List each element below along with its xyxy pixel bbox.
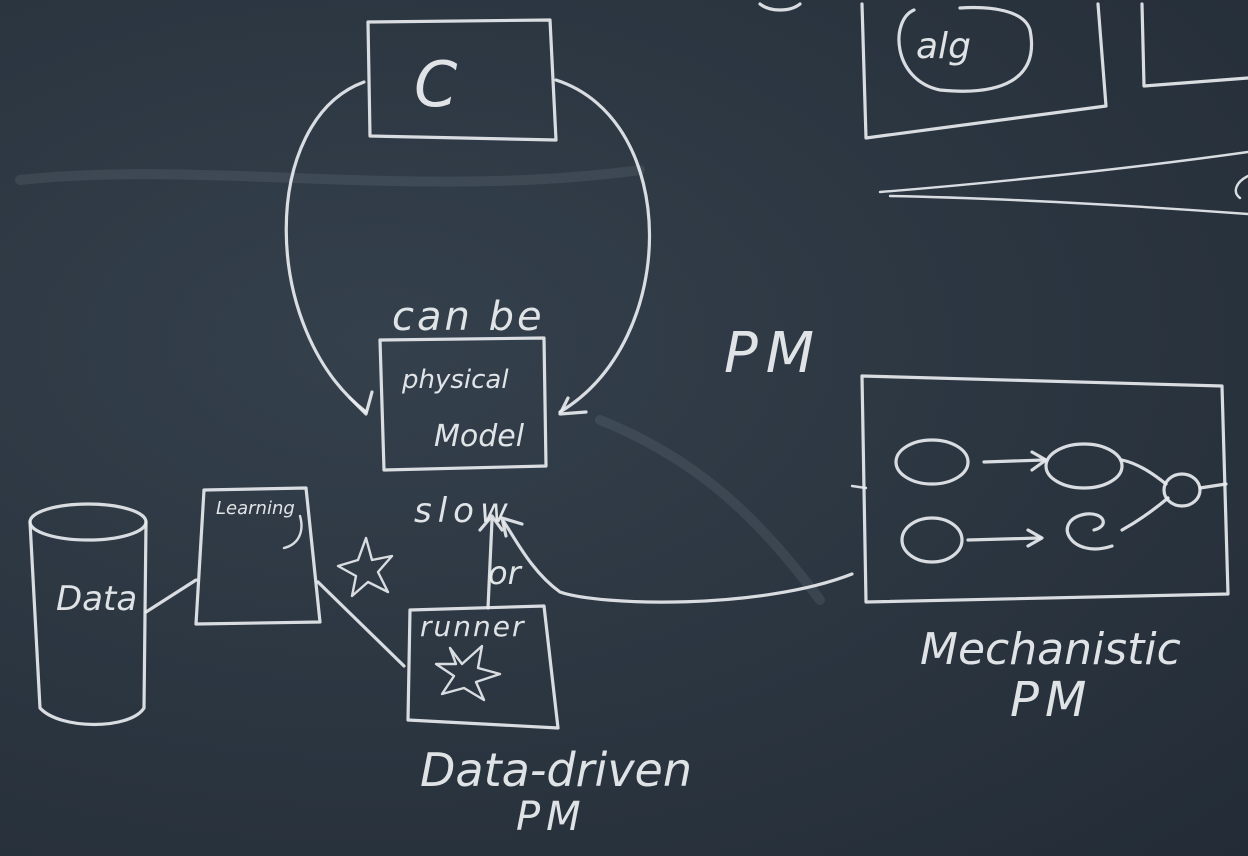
mechanistic-line2: PM [1010, 672, 1092, 728]
top-right-box-fragment [1140, 2, 1248, 88]
learning-flourish [282, 514, 303, 550]
runner-up-arrowhead-icon [478, 514, 504, 532]
learning-to-runner-line [316, 580, 406, 668]
runner-box [406, 604, 560, 730]
learning-box [194, 486, 322, 626]
data-driven-line1: Data-driven [420, 743, 692, 797]
diagonal-line-upper [878, 150, 1248, 194]
right-edge-fragment [1234, 174, 1248, 200]
data-label: Data [56, 579, 137, 619]
runner-up-arrow [486, 518, 494, 610]
mechanistic-curve-arrow [502, 520, 854, 604]
physical-model-line1: physical [401, 365, 509, 395]
data-to-learning-line [144, 578, 198, 614]
can-be-label: can be [392, 294, 545, 340]
physical-model-line2: Model [434, 419, 525, 454]
c-box [366, 18, 558, 142]
mechanistic-entry-tick [850, 484, 868, 490]
data-driven-line2: PM [516, 794, 587, 840]
alg-box [860, 2, 1108, 140]
erased-smudge [595, 415, 825, 605]
runner-label: runner [420, 610, 526, 643]
top-fragment-stroke [758, 2, 802, 12]
data-cylinder [28, 502, 148, 727]
star-icon [336, 536, 394, 598]
or-label: or [488, 554, 523, 592]
burst-icon [434, 644, 502, 702]
right-arc-arrow [554, 78, 651, 414]
left-arc-arrow [284, 80, 368, 414]
mechanistic-box [860, 374, 1230, 604]
learning-label: Learning [216, 498, 295, 519]
erased-smudge [15, 165, 645, 187]
right-arrowhead-icon [558, 396, 588, 416]
mechanistic-line1: Mechanistic [920, 624, 1181, 675]
diagonal-line-lower [888, 194, 1248, 216]
c-box-label: C [414, 48, 458, 121]
alg-label: alg [916, 26, 971, 67]
pm-center-label: PM [724, 321, 822, 386]
mechanistic-network [894, 438, 1228, 564]
physical-model-box [378, 336, 548, 472]
mechanistic-arrowhead-icon [500, 516, 524, 538]
left-arrowhead-icon [348, 390, 374, 416]
